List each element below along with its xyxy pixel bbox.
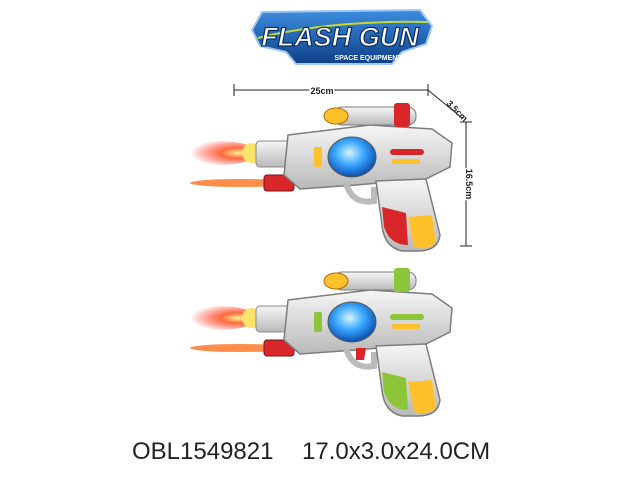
product-caption: OBL1549821 17.0x3.0x24.0CM xyxy=(0,434,640,474)
flash-gun-logo: FLASH GUN SPACE EQUIPMENT xyxy=(250,8,434,65)
logo-subtitle: SPACE EQUIPMENT xyxy=(334,55,402,62)
dome-light xyxy=(327,301,377,343)
package-size: 17.0x3.0x24.0CM xyxy=(302,438,491,465)
length-label: 25cm xyxy=(310,86,333,96)
logo-title: FLASH GUN xyxy=(261,22,419,52)
logo-frame xyxy=(250,8,434,65)
flash-gun-red xyxy=(178,103,453,252)
flash-gun-green xyxy=(178,268,453,417)
dome-light xyxy=(327,136,377,178)
height-label: 16.5cm xyxy=(464,169,474,200)
muzzle-flash xyxy=(178,306,258,330)
muzzle-flash xyxy=(178,141,258,165)
item-code: OBL1549821 xyxy=(132,438,274,465)
logo-swoosh xyxy=(257,20,429,39)
